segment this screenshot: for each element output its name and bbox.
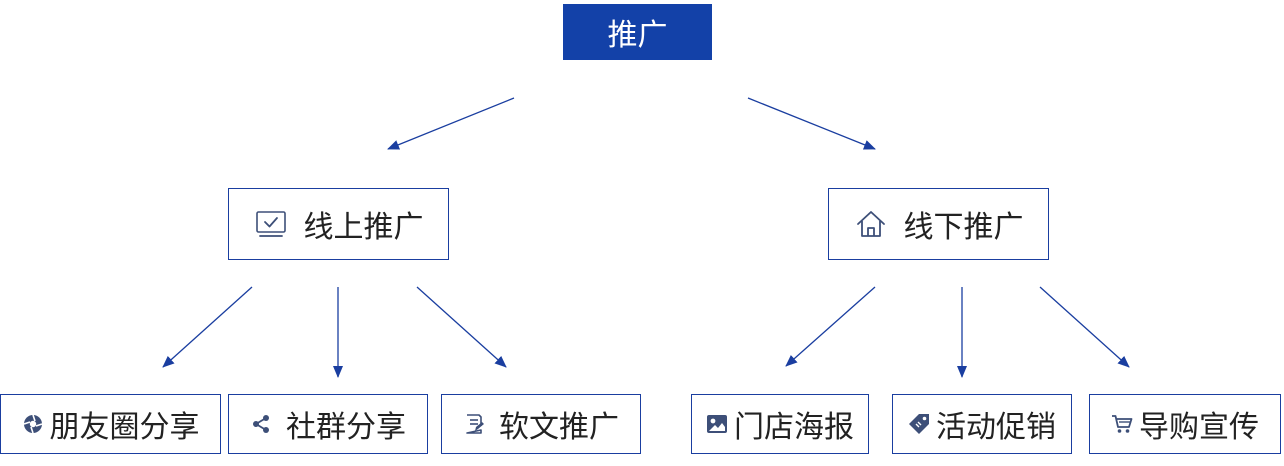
moments-share-label: 朋友圈分享 (49, 410, 200, 445)
arrow-offline-to-poster (785, 286, 876, 367)
arrow-online-to-softarticle (416, 286, 507, 368)
home-icon (854, 207, 888, 241)
offline-promotion-node: 线下推广 (828, 188, 1049, 260)
offline-promotion-label: 线下推广 (903, 210, 1024, 245)
shopping-guide-label: 导购宣传 (1139, 410, 1259, 445)
event-promotion-label: 活动促销 (936, 410, 1056, 445)
soft-article-label: 软文推广 (499, 410, 619, 445)
aperture-icon (22, 413, 44, 435)
root-label: 推广 (607, 18, 668, 53)
root-node: 推广 (563, 4, 712, 60)
store-poster-label: 门店海报 (734, 410, 854, 445)
monitor-check-icon (254, 207, 288, 241)
soft-article-node: 软文推广 (441, 394, 641, 454)
online-promotion-label: 线上推广 (303, 210, 424, 245)
document-edit-icon (463, 413, 485, 435)
store-poster-node: 门店海报 (691, 394, 869, 454)
community-share-label: 社群分享 (286, 410, 406, 445)
image-icon (706, 413, 728, 435)
online-promotion-node: 线上推广 (228, 188, 449, 260)
event-promotion-node: 活动促销 (892, 394, 1072, 454)
arrow-online-to-moments (162, 286, 253, 368)
arrow-root-to-offline (747, 97, 876, 150)
community-share-node: 社群分享 (228, 394, 428, 454)
tag-icon (908, 413, 930, 435)
shopping-guide-node: 导购宣传 (1089, 394, 1281, 454)
moments-share-node: 朋友圈分享 (0, 394, 221, 454)
arrow-offline-to-guide (1039, 286, 1130, 368)
share-icon (250, 413, 272, 435)
shopping-cart-icon (1111, 413, 1133, 435)
arrow-root-to-online (387, 97, 515, 150)
